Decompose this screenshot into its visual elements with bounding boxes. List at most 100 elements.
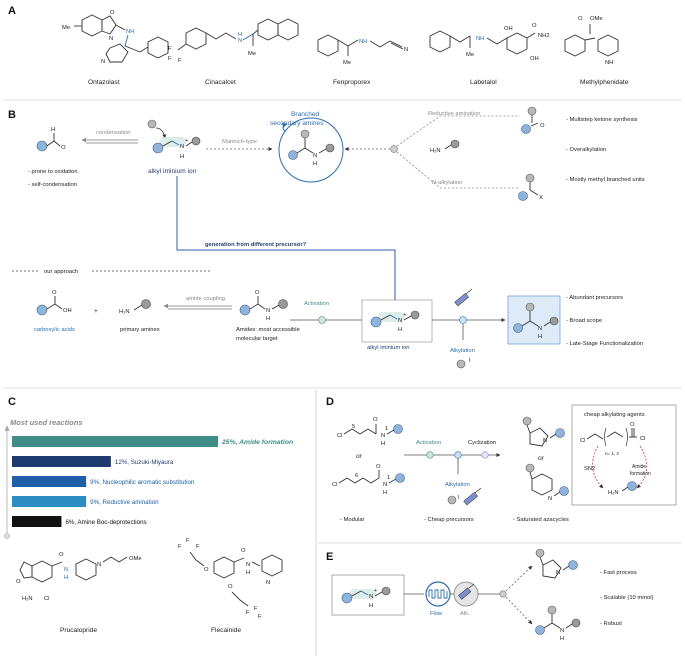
alkylation-syringe-icon bbox=[453, 581, 479, 607]
d-alkyl-i: I bbox=[458, 495, 460, 501]
branched-n: N bbox=[313, 153, 317, 159]
flecainide-carbonyl-o: O bbox=[241, 548, 246, 554]
iminium-plus: + bbox=[185, 138, 189, 144]
d-saturated-azacycles: - Saturated azacycles bbox=[513, 517, 569, 523]
methylphenidate-o: O bbox=[578, 16, 583, 22]
compound-name-prucalopride: Prucalopride bbox=[60, 627, 97, 634]
cheap-agents-box bbox=[571, 404, 677, 506]
aldehyde-h: H bbox=[51, 127, 55, 133]
flecainide-structure: F F F O O N H N O F F F bbox=[178, 538, 283, 620]
d-or-right: or bbox=[538, 455, 545, 462]
ontazolast-n-atom: N bbox=[109, 36, 113, 42]
iminium-bottom-plus: + bbox=[403, 312, 407, 318]
d-num1-top: 1 bbox=[385, 426, 388, 432]
iminium-label-top: alkyl iminium ion bbox=[148, 168, 197, 175]
d-activation-label: Activation bbox=[416, 440, 441, 446]
n-alkylation-label: N-alkylation bbox=[432, 180, 462, 186]
bar-label-0: 25%, Amide formation bbox=[221, 439, 293, 446]
self-condensation: - self-condensation bbox=[28, 182, 77, 188]
prucalopride-cl: Cl bbox=[44, 596, 49, 602]
e-robust: - Robust bbox=[600, 621, 622, 627]
panel-b: B H O - prone to oxidation - self-conden… bbox=[8, 106, 645, 369]
drug-name-labetalol: Labetalol bbox=[470, 79, 497, 86]
flecainide-o2: O bbox=[228, 584, 233, 590]
labetalol-oh-label: OH bbox=[504, 26, 513, 32]
e-h: H bbox=[369, 603, 373, 609]
bar-label-1: 12%, Suzuki-Miyaura bbox=[115, 459, 174, 466]
primary-amine-h2n: H₂N bbox=[119, 309, 130, 315]
labetalol-structure: Me NH OH O NH2 OH bbox=[429, 23, 550, 62]
d-n-bottom: N bbox=[383, 482, 387, 488]
iminium-h: H bbox=[180, 154, 184, 160]
d-cyclization-node bbox=[481, 451, 489, 459]
our-approach-label: our approach bbox=[44, 269, 78, 275]
box-n-1-2: n= 1, 2 bbox=[605, 451, 619, 456]
cheap-agents-title: cheap alkylating agents bbox=[584, 412, 645, 418]
prucalopride-carbonyl-o: O bbox=[59, 552, 64, 558]
fork-node-b bbox=[390, 145, 398, 153]
alkyl-iodide-i: I bbox=[469, 358, 471, 364]
bar-nucleophilic-aromatic-substitution bbox=[12, 476, 87, 487]
prucalopride-ome: OMe bbox=[129, 556, 142, 562]
amide-coupling-label: amide coupling bbox=[186, 296, 225, 302]
cinacalcet-f1: F bbox=[168, 46, 172, 52]
flecainide-nh: N bbox=[246, 562, 250, 568]
flecainide-f1: F bbox=[178, 544, 182, 550]
fenproporex-me-label: Me bbox=[343, 60, 351, 66]
e-pyrrolidine-product: N bbox=[535, 548, 578, 579]
iminium-structure-top: N + H bbox=[147, 119, 201, 160]
d-o-bottom: O bbox=[376, 464, 381, 470]
amide-n: N bbox=[266, 308, 270, 314]
flecainide-f3: F bbox=[196, 544, 200, 550]
carboxylic-acid-structure: O OH bbox=[36, 290, 72, 316]
piperidine-product: N bbox=[525, 463, 569, 502]
e-acyclic-product: N H bbox=[535, 605, 581, 642]
result-n: N bbox=[538, 326, 542, 332]
bar-reductive-amination bbox=[12, 496, 87, 507]
flecainide-f6: F bbox=[258, 614, 262, 620]
d-n-top: N bbox=[381, 433, 385, 439]
prucalopride-h2n: H₂N bbox=[22, 596, 33, 602]
mannich-label: Mannich-type bbox=[222, 139, 257, 145]
e-iminium-structure: N + H bbox=[341, 586, 391, 609]
panel-e: E N + H Flow Alk. bbox=[326, 548, 654, 642]
d-piperidine-n: N bbox=[548, 496, 552, 502]
d-h-bottom: H bbox=[383, 490, 387, 496]
fenproporex-structure: Me NH N bbox=[317, 34, 408, 66]
alkylation-label-b: Alkylation bbox=[450, 348, 475, 354]
flecainide-f2: F bbox=[186, 538, 190, 544]
cinacalcet-me-label: Me bbox=[248, 51, 256, 57]
cinacalcet-f2: F bbox=[168, 56, 172, 62]
branched-amine-circle bbox=[278, 117, 344, 183]
pyrrolidine-product: N bbox=[522, 416, 565, 447]
acyl-chloride-structure: Cl O Cl n= 1, 2 bbox=[580, 422, 645, 456]
bar-label-2: 9%, Nucleophilic aromatic substitution bbox=[90, 479, 195, 486]
iminium-bottom-n: N bbox=[398, 318, 402, 324]
e-plus: + bbox=[374, 588, 378, 594]
bar-label-4: 6%, Amine Boc-deprotections bbox=[65, 519, 146, 526]
drug-name-cinacalcet: Cinacalcet bbox=[205, 79, 236, 86]
ontazolast-structure: O N Me NH N bbox=[62, 10, 169, 65]
amides-label-2: molecular target bbox=[236, 336, 278, 342]
e-fast-process: - Fast process bbox=[600, 570, 637, 576]
box-o: O bbox=[630, 422, 635, 428]
fork-node-e bbox=[499, 590, 507, 598]
box-h2n: H₂N bbox=[608, 490, 619, 496]
d-cheap-precursors: - Cheap precursors bbox=[424, 517, 474, 523]
iminium-structure-bottom: N + H bbox=[370, 310, 420, 333]
d-activation-node bbox=[426, 451, 434, 459]
cinacalcet-n-label: N bbox=[238, 38, 242, 44]
alkylation-node bbox=[459, 316, 467, 324]
d-o-top: O bbox=[373, 417, 378, 423]
generation-question: generation from different precursor? bbox=[205, 242, 307, 248]
amide-structure: O N H bbox=[239, 290, 288, 322]
bar-amine-boc-deprotections bbox=[12, 516, 62, 527]
bar-suzuki-miyaura bbox=[12, 456, 111, 467]
fenproporex-nh-label: NH bbox=[359, 39, 367, 45]
box-amide-1: Amide bbox=[632, 464, 646, 470]
panel-e-letter: E bbox=[326, 551, 333, 563]
bar-label-3: 9%, Reductive amination bbox=[90, 499, 159, 506]
activation-label-b: Activation bbox=[304, 301, 329, 307]
